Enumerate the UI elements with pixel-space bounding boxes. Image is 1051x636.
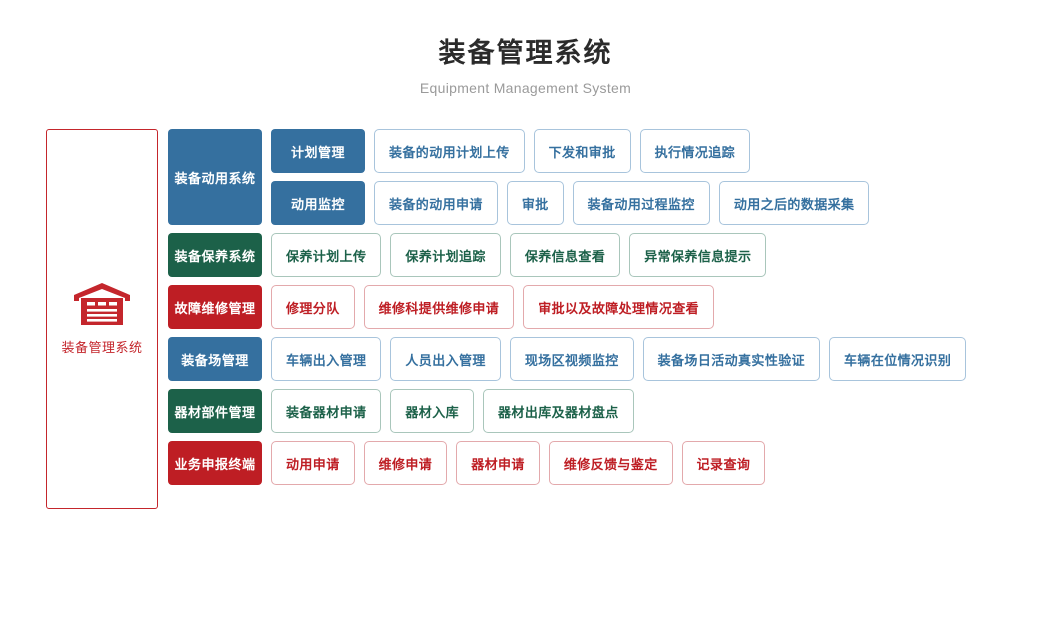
- system-rows: 装备动用系统 计划管理 装备的动用计划上传 下发和审批 执行情况追踪 动用监控 …: [168, 129, 967, 493]
- item-list-maintenance: 保养计划上传 保养计划追踪 保养信息查看 异常保养信息提示: [271, 233, 767, 277]
- system-label-declaration-terminal[interactable]: 业务申报终端: [168, 441, 262, 485]
- item-card[interactable]: 动用之后的数据采集: [718, 181, 870, 225]
- item-card[interactable]: 车辆出入管理: [271, 337, 382, 381]
- item-card[interactable]: 装备的动用计划上传: [374, 129, 525, 173]
- item-card[interactable]: 记录查询: [681, 441, 766, 485]
- system-label-equipment-dispatch[interactable]: 装备动用系统: [168, 129, 262, 225]
- item-card[interactable]: 器材申请: [456, 441, 540, 485]
- item-list-dispatch-monitoring: 装备的动用申请 审批 装备动用过程监控 动用之后的数据采集: [374, 181, 870, 225]
- item-card[interactable]: 装备场日活动真实性验证: [642, 337, 821, 381]
- item-card[interactable]: 下发和审批: [533, 129, 631, 173]
- item-list-declaration-terminal: 动用申请 维修申请 器材申请 维修反馈与鉴定 记录查询: [271, 441, 766, 485]
- root-system-panel[interactable]: 装备管理系统: [46, 129, 158, 509]
- subrow-dispatch-monitoring: 动用监控 装备的动用申请 审批 装备动用过程监控 动用之后的数据采集: [271, 181, 870, 225]
- system-label-parts[interactable]: 器材部件管理: [168, 389, 262, 433]
- item-card[interactable]: 现场区视频监控: [509, 337, 634, 381]
- page-title: 装备管理系统: [438, 38, 613, 68]
- item-card[interactable]: 车辆在位情况识别: [829, 337, 967, 381]
- item-card[interactable]: 装备的动用申请: [374, 181, 498, 225]
- item-card[interactable]: 维修申请: [363, 441, 448, 485]
- item-list-depot: 车辆出入管理 人员出入管理 现场区视频监控 装备场日活动真实性验证 车辆在位情况…: [271, 337, 967, 381]
- item-list-plan-management: 装备的动用计划上传 下发和审批 执行情况追踪: [374, 129, 751, 173]
- item-card[interactable]: 维修科提供维修申请: [363, 285, 515, 329]
- submodule-plan-management[interactable]: 计划管理: [271, 129, 365, 173]
- item-card[interactable]: 动用申请: [271, 441, 355, 485]
- system-row-fault-repair: 故障维修管理 修理分队 维修科提供维修申请 审批以及故障处理情况查看: [168, 285, 966, 329]
- item-card[interactable]: 维修反馈与鉴定: [548, 441, 673, 485]
- root-system-label: 装备管理系统: [61, 340, 143, 355]
- subrow-plan-management: 计划管理 装备的动用计划上传 下发和审批 执行情况追踪: [271, 129, 869, 173]
- page-subtitle: Equipment Management System: [419, 80, 632, 96]
- system-row-depot: 装备场管理 车辆出入管理 人员出入管理 现场区视频监控 装备场日活动真实性验证 …: [168, 337, 967, 381]
- system-label-maintenance[interactable]: 装备保养系统: [168, 233, 262, 277]
- system-row-declaration-terminal: 业务申报终端 动用申请 维修申请 器材申请 维修反馈与鉴定 记录查询: [168, 441, 966, 485]
- item-card[interactable]: 器材出库及器材盘点: [483, 389, 634, 433]
- system-row-equipment-dispatch: 装备动用系统 计划管理 装备的动用计划上传 下发和审批 执行情况追踪 动用监控 …: [168, 129, 966, 225]
- system-label-fault-repair[interactable]: 故障维修管理: [168, 285, 262, 329]
- page-header: 装备管理系统 Equipment Management System: [0, 0, 1051, 98]
- warehouse-icon: [73, 282, 131, 331]
- submodule-dispatch-monitoring[interactable]: 动用监控: [271, 181, 365, 225]
- item-card[interactable]: 保养计划上传: [271, 233, 382, 277]
- system-row-parts: 器材部件管理 装备器材申请 器材入库 器材出库及器材盘点: [168, 389, 966, 433]
- item-card[interactable]: 保养信息查看: [509, 233, 621, 277]
- item-card[interactable]: 装备动用过程监控: [572, 181, 710, 225]
- item-card[interactable]: 异常保养信息提示: [629, 233, 767, 277]
- item-card[interactable]: 修理分队: [271, 285, 355, 329]
- item-list-parts: 装备器材申请 器材入库 器材出库及器材盘点: [271, 389, 634, 433]
- item-card[interactable]: 保养计划追踪: [390, 233, 501, 277]
- subrow-group-equipment-dispatch: 计划管理 装备的动用计划上传 下发和审批 执行情况追踪 动用监控 装备的动用申请…: [271, 129, 870, 225]
- item-list-fault-repair: 修理分队 维修科提供维修申请 审批以及故障处理情况查看: [271, 285, 715, 329]
- item-card[interactable]: 执行情况追踪: [639, 129, 751, 173]
- item-card[interactable]: 审批以及故障处理情况查看: [523, 285, 715, 329]
- item-card[interactable]: 人员出入管理: [390, 337, 501, 381]
- system-row-maintenance: 装备保养系统 保养计划上传 保养计划追踪 保养信息查看 异常保养信息提示: [168, 233, 966, 277]
- item-card[interactable]: 装备器材申请: [271, 389, 382, 433]
- system-label-depot[interactable]: 装备场管理: [168, 337, 262, 381]
- item-card[interactable]: 器材入库: [390, 389, 475, 433]
- item-card[interactable]: 审批: [506, 181, 564, 225]
